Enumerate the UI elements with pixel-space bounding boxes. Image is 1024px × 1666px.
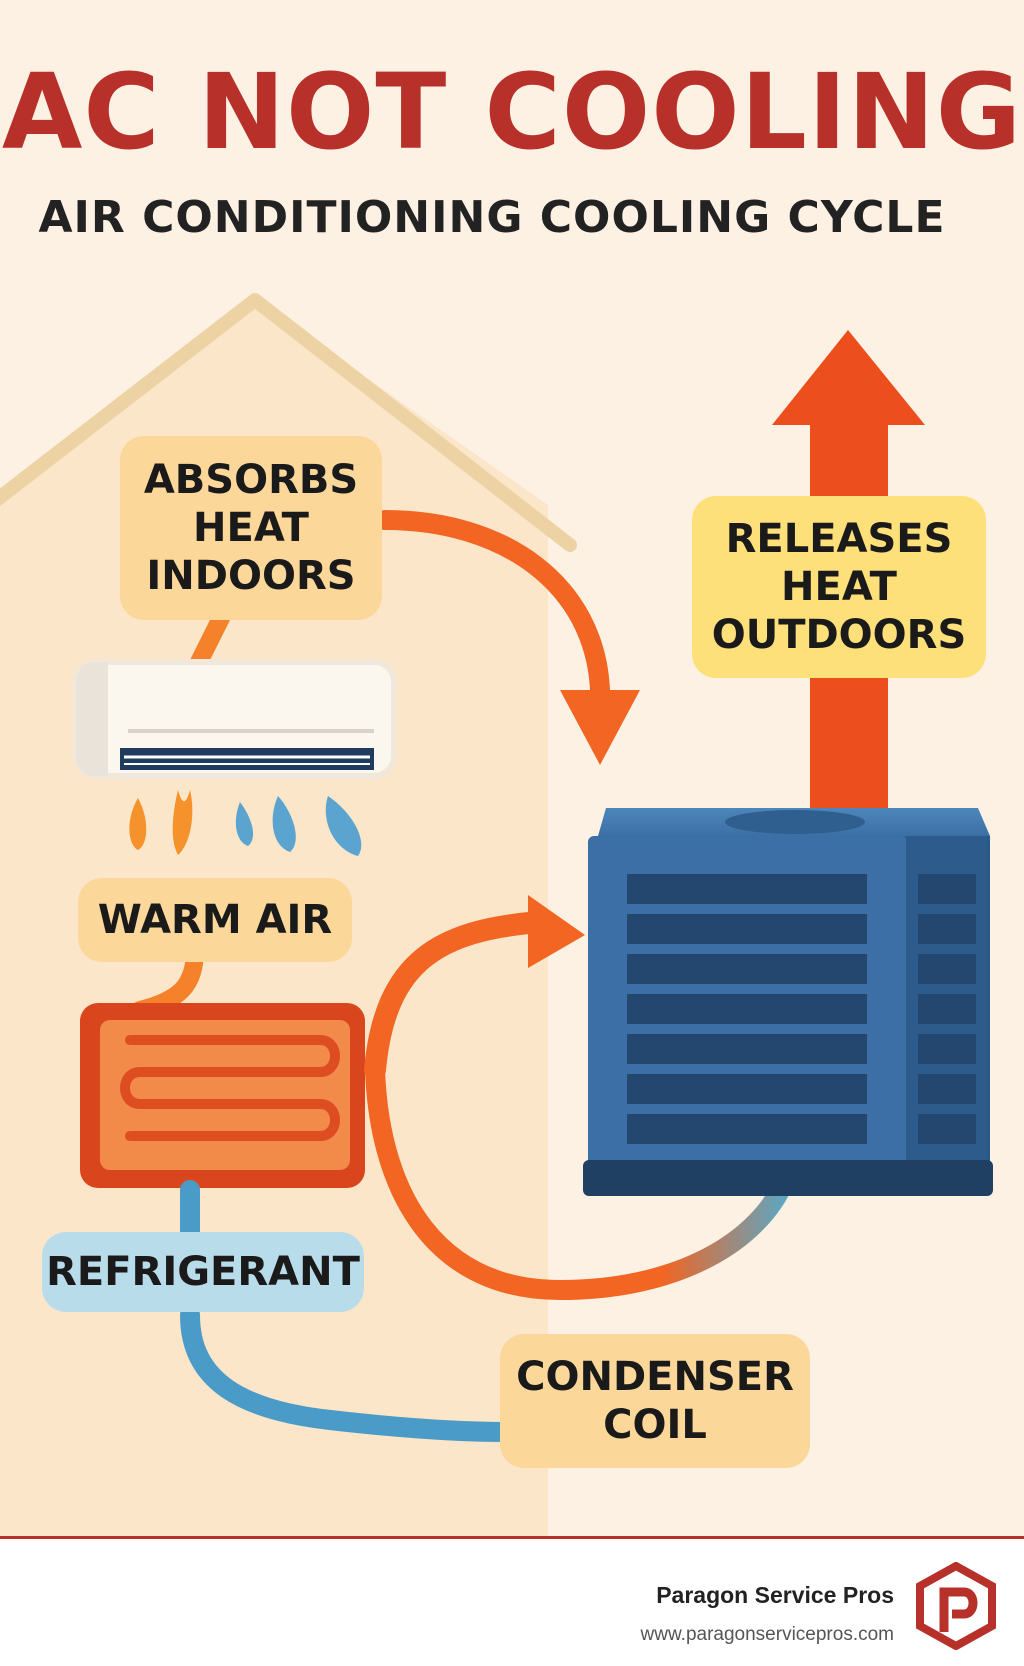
page-subtitle: AIR CONDITIONING COOLING CYCLE: [38, 192, 946, 243]
page-title: AC NOT COOLING: [1, 51, 1023, 173]
label-refrigerant: REFRIGERANT: [42, 1232, 364, 1312]
air-flow-droplets: [129, 790, 362, 856]
refrigerant-loop-arrowhead: [528, 895, 585, 968]
label-absorbs-heat-indoors: ABSORBS HEAT INDOORS: [120, 436, 382, 620]
house-roof: [0, 293, 577, 552]
label-releases-heat-outdoors: RELEASES HEAT OUTDOORS: [692, 496, 986, 678]
company-name: Paragon Service Pros: [656, 1582, 894, 1608]
refrigerant-loop-arrow: [364, 911, 551, 1081]
heat-transfer-arrowhead: [560, 690, 640, 765]
return-line: [365, 1060, 795, 1301]
refrigerant-line: [180, 1180, 515, 1442]
company-logo-icon: [916, 1562, 996, 1650]
evaporator-coil: [80, 1003, 365, 1188]
indoor-ac-unit: [73, 659, 397, 779]
label-warm-air: WARM AIR: [78, 878, 352, 962]
label-condenser-coil: CONDENSER COIL: [500, 1334, 810, 1468]
footer: Paragon Service Pros www.paragonservicep…: [0, 1536, 1024, 1666]
outdoor-condenser-unit: [583, 808, 993, 1196]
release-arrow-head: [772, 330, 925, 425]
company-website[interactable]: www.paragonservicepros.com: [640, 1624, 894, 1645]
footer-divider: [0, 1536, 1024, 1539]
heat-transfer-arrow: [375, 510, 610, 700]
